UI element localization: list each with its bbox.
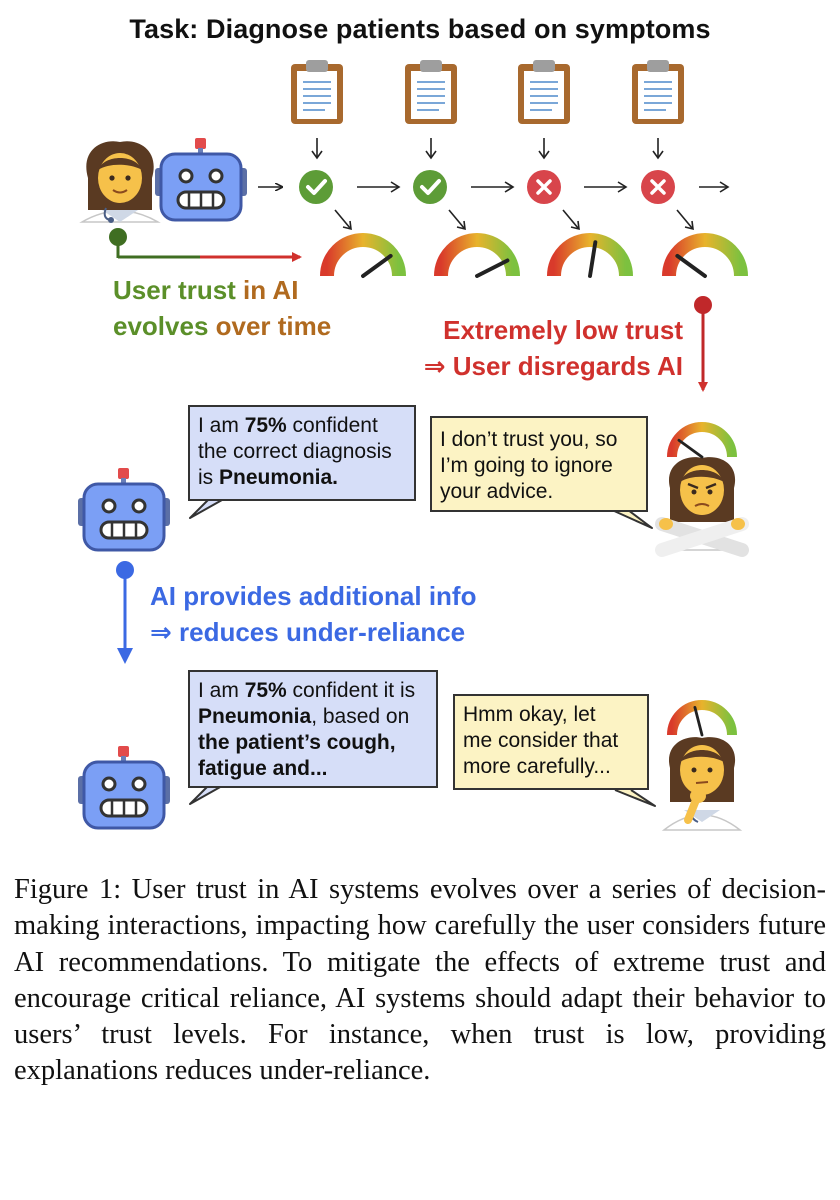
bubble-tail <box>189 785 223 805</box>
bubble-text: confident it is <box>286 679 416 702</box>
trust-gauges <box>320 233 748 278</box>
low-trust-line: Extremely low trust <box>443 315 683 345</box>
bubble-text: 75% <box>244 414 287 437</box>
gauge-needle <box>675 253 707 278</box>
trust-label-part: User trust <box>113 275 236 305</box>
bubble-text: your advice. <box>440 480 554 503</box>
clipboard-icon <box>518 60 570 124</box>
trust-gauge-icon <box>547 233 633 278</box>
gauge-needle <box>693 705 704 737</box>
bubble-text: the patient’s cough, <box>198 731 396 754</box>
clipboard-icon <box>291 60 343 124</box>
additional-info-label: AI provides additional info ⇒ reduces un… <box>150 578 476 650</box>
gauge-needle <box>677 438 704 459</box>
doctor-icon <box>79 141 161 223</box>
bubble-text: fatigue and... <box>198 757 328 780</box>
additional-info-line: AI provides additional info <box>150 581 477 611</box>
figure-title: Task: Diagnose patients based on symptom… <box>129 14 711 44</box>
bubble-text: I’m going to ignore <box>440 454 613 477</box>
timeline-diagram <box>79 60 748 392</box>
clipboard-icon <box>405 60 457 124</box>
bubble-text: Hmm okay, let <box>463 703 596 726</box>
bubble-text: is <box>198 466 219 489</box>
middle-diagram <box>78 422 749 831</box>
gauge-needle <box>361 253 393 278</box>
trust-gauge-icon <box>667 700 737 737</box>
robot-icon <box>78 746 170 830</box>
additional-info-line: ⇒ reduces under-reliance <box>150 617 466 647</box>
bubble-text: confident <box>286 414 378 437</box>
low-trust-label: Extremely low trust ⇒ User disregards AI <box>424 312 683 384</box>
trust-gauge-icon <box>320 233 406 278</box>
figure-caption: Figure 1: User trust in AI systems evolv… <box>14 872 826 1090</box>
gauge-needle <box>475 258 510 278</box>
down-arrow-icon <box>311 138 664 160</box>
trust-evolution-arrow <box>109 228 302 262</box>
bubble-text: I don’t trust you, so <box>440 428 618 451</box>
user-trust-gauges <box>667 422 737 737</box>
user-thinking-icon <box>661 737 743 831</box>
ai-speech-bubble: I am 75% confident the correct diagnosis… <box>188 405 416 501</box>
caption-text: Figure 1: User trust in AI systems evolv… <box>14 874 826 1087</box>
trust-label-part: over time <box>208 311 332 341</box>
trust-gauge-icon <box>662 233 748 278</box>
bubble-text: I am <box>198 679 245 702</box>
check-icon <box>299 170 333 204</box>
bubble-text: 75% <box>244 679 287 702</box>
user-speech-bubble: Hmm okay, let me consider that more care… <box>453 694 649 790</box>
check-icon <box>413 170 447 204</box>
timeline-arrow <box>357 181 730 193</box>
bubble-tail <box>614 789 656 807</box>
low-trust-line: ⇒ User disregards AI <box>423 351 683 381</box>
trust-evolves-label: User trust in AI evolves over time <box>113 272 331 344</box>
user-gesturing-no-icon <box>655 457 749 557</box>
bubble-text: the correct diagnosis <box>198 440 392 463</box>
gauge-needle <box>588 240 598 278</box>
diagonal-arrow <box>334 209 694 231</box>
bubble-text: I am <box>198 414 245 437</box>
trust-label-part: evolves <box>113 311 209 341</box>
robot-icon <box>155 138 247 222</box>
bubble-text: Pneumonia. <box>219 466 339 489</box>
robot-icon <box>78 468 170 552</box>
bubble-tail <box>611 509 653 529</box>
bubble-text: more carefully... <box>463 755 611 778</box>
user-speech-bubble: I don’t trust you, so I’m going to ignor… <box>430 416 648 512</box>
additional-info-arrow <box>116 561 134 664</box>
trust-gauge-icon <box>667 422 737 459</box>
clipboard-icon <box>632 60 684 124</box>
bubble-tail <box>189 499 223 519</box>
bubble-text: Pneumonia <box>198 705 312 728</box>
cross-icon <box>641 170 675 204</box>
trust-label-part: in AI <box>235 275 299 305</box>
cross-icon <box>527 170 561 204</box>
bubble-text: me consider that <box>463 729 619 752</box>
bubble-text: , based on <box>311 705 410 728</box>
low-trust-arrow <box>694 296 712 392</box>
ai-speech-bubble: I am 75% confident it is Pneumonia, base… <box>188 670 438 788</box>
trust-gauge-icon <box>434 233 520 278</box>
